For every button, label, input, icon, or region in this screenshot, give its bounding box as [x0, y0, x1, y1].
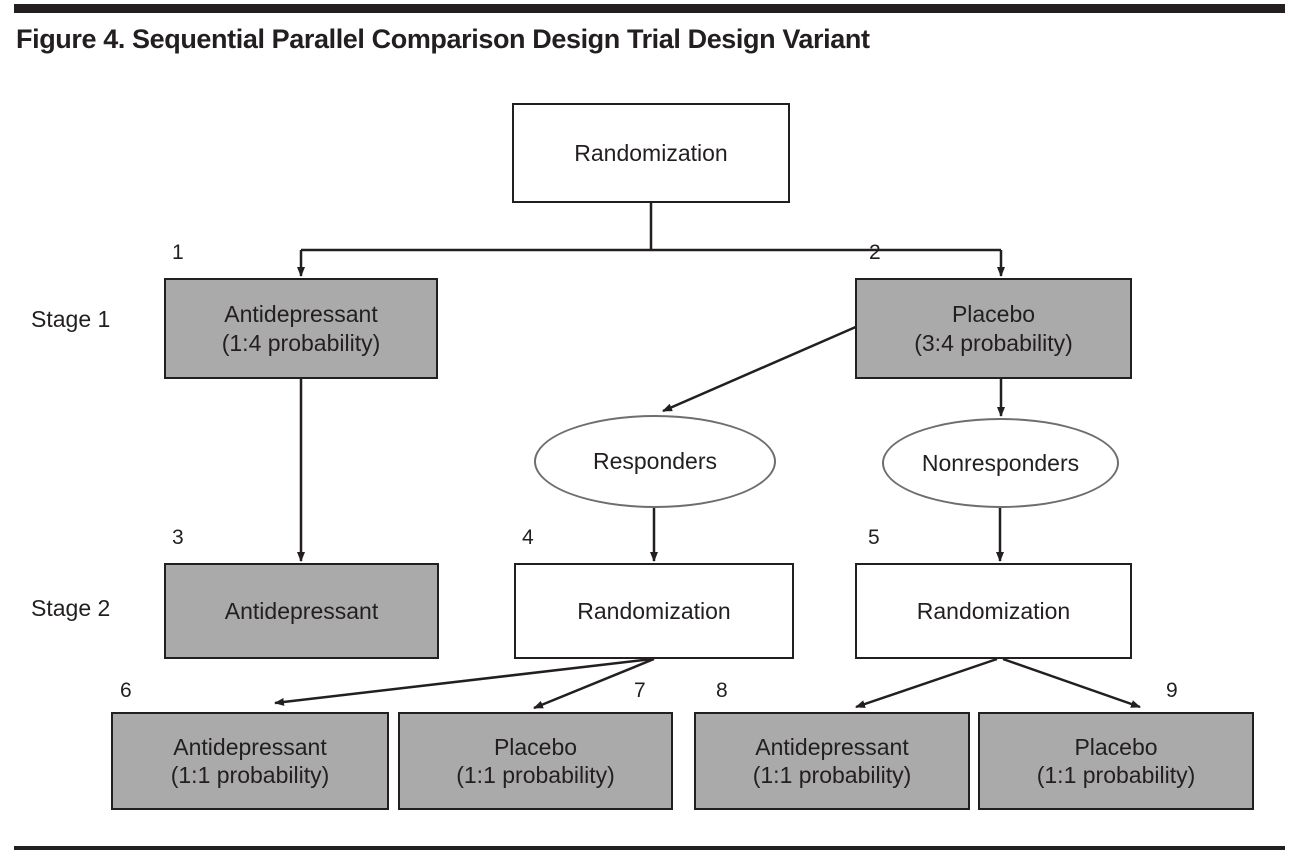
figure-title: Figure 4. Sequential Parallel Comparison…	[16, 24, 870, 54]
stage-label-1: Stage 1	[31, 306, 111, 332]
node-6-label-line1: Antidepressant	[173, 733, 327, 760]
node-9-placebo[interactable]: Placebo (1:1 probability)	[978, 712, 1254, 810]
node-4-randomization[interactable]: Randomization	[514, 563, 794, 659]
node-responders-label: Responders	[592, 448, 718, 474]
edge-box5-to-box9	[1002, 657, 1141, 709]
edge-box5-to-box8	[855, 657, 998, 709]
node-7-label-line2: (1:1 probability)	[456, 762, 615, 788]
node-number-2: 2	[869, 241, 881, 264]
node-7-placebo[interactable]: Placebo (1:1 probability)	[398, 712, 673, 810]
node-8-label-line2: (1:1 probability)	[752, 762, 912, 788]
node-number-5: 5	[868, 526, 880, 549]
node-5-randomization[interactable]: Randomization	[855, 563, 1132, 659]
node-1-antidepressant[interactable]: Antidepressant (1:4 probability)	[164, 278, 438, 379]
node-3-label: Antidepressant	[224, 597, 379, 624]
node-5-label: Randomization	[916, 597, 1071, 624]
node-1-label-line1: Antidepressant	[224, 301, 378, 328]
node-root-randomization[interactable]: Randomization	[512, 103, 790, 203]
node-4-label: Randomization	[577, 597, 731, 624]
node-root-label: Randomization	[574, 139, 728, 166]
node-number-8: 8	[716, 679, 728, 702]
node-3-antidepressant[interactable]: Antidepressant	[164, 563, 439, 659]
top-rule	[14, 4, 1285, 13]
edge-box2-to-responders	[662, 324, 859, 413]
stage-label-2: Stage 2	[31, 595, 111, 621]
node-number-7: 7	[634, 679, 646, 702]
node-responders[interactable]: Responders	[534, 415, 776, 508]
node-number-9: 9	[1166, 679, 1178, 702]
node-number-6: 6	[120, 679, 132, 702]
node-number-4: 4	[522, 526, 534, 549]
node-2-label-line2: (3:4 probability)	[914, 329, 1073, 356]
node-2-placebo[interactable]: Placebo (3:4 probability)	[855, 278, 1132, 379]
node-2-label-line1: Placebo	[951, 301, 1036, 328]
node-8-label-line1: Antidepressant	[755, 733, 909, 760]
node-number-3: 3	[172, 526, 184, 549]
node-nonresponders-label: Nonresponders	[921, 449, 1080, 476]
node-7-label-line1: Placebo	[493, 733, 578, 760]
node-6-label-line2: (1:1 probability)	[170, 762, 330, 788]
node-number-1: 1	[172, 241, 184, 264]
node-9-label-line1: Placebo	[1074, 733, 1158, 760]
edge-box4-to-box6	[274, 657, 653, 706]
node-nonresponders[interactable]: Nonresponders	[882, 418, 1119, 508]
node-6-antidepressant[interactable]: Antidepressant (1:1 probability)	[111, 712, 389, 810]
node-9-label-line2: (1:1 probability)	[1036, 762, 1196, 788]
node-1-label-line2: (1:4 probability)	[221, 329, 381, 356]
bottom-rule	[14, 846, 1285, 850]
node-8-antidepressant[interactable]: Antidepressant (1:1 probability)	[694, 712, 970, 810]
